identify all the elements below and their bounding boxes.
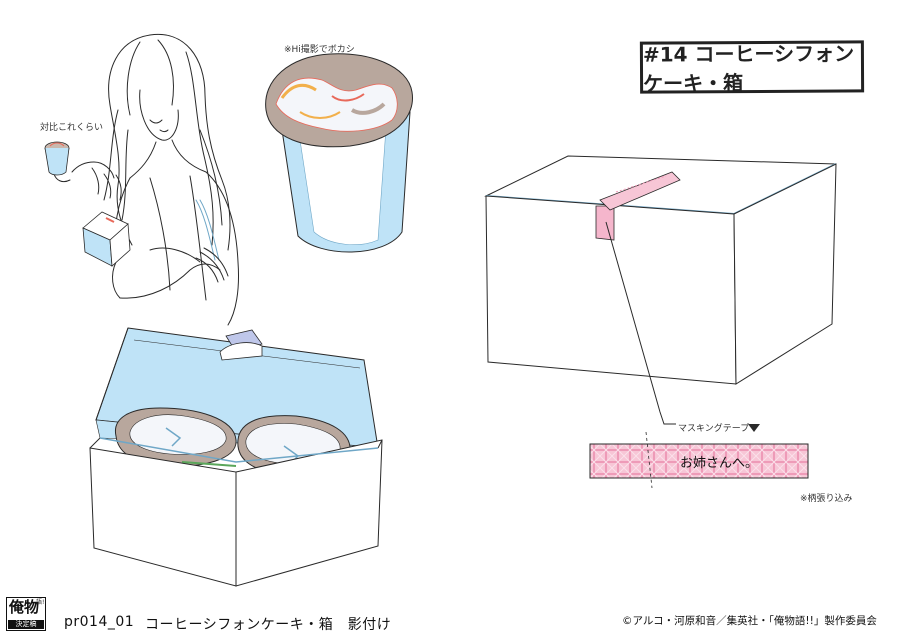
- footer-copyright: ©アルコ・河原和音／集英社・「俺物語!!」製作委員会: [622, 615, 877, 627]
- masking-tape-leader: [605, 221, 676, 425]
- large-cake-cup: [265, 53, 413, 253]
- note-hi-blur: ※Hi撮影でボカシ: [284, 45, 355, 55]
- girl-figure: [53, 33, 239, 326]
- small-gift-box: [82, 211, 131, 267]
- note-pattern-inset: ※柄張り込み: [800, 494, 853, 504]
- logo-main-text: 俺物: [9, 598, 40, 616]
- logo-small-text: 語!!: [36, 599, 47, 606]
- footer-title: コーヒーシフォンケーキ・箱 影付け: [145, 617, 392, 633]
- small-cake-cup: [44, 141, 70, 176]
- note-masking-tape: マスキングテープ: [678, 424, 750, 434]
- tape-message: お姉さんへ。: [680, 456, 759, 471]
- closed-gift-box: [484, 155, 837, 385]
- series-logo: 俺物 語!! 決定稿: [6, 597, 47, 631]
- logo-sub-text: 決定稿: [8, 620, 44, 629]
- tape-swatch: [589, 443, 809, 479]
- open-cake-box: [89, 327, 383, 587]
- note-contrast: 対比これくらい: [40, 123, 104, 133]
- footer-code: pr014_01: [64, 614, 135, 630]
- down-triangle-icon: [748, 424, 760, 432]
